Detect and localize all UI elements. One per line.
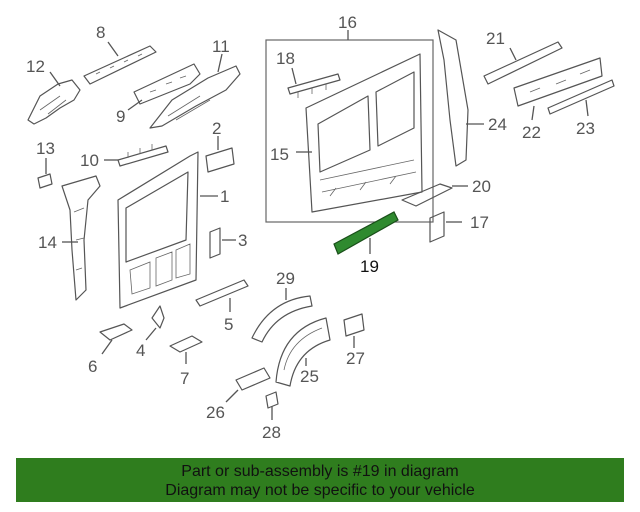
callout-26: 26 [206, 403, 225, 422]
callout-5: 5 [224, 315, 233, 334]
callout-21: 21 [486, 29, 505, 48]
callout-11: 11 [212, 37, 230, 56]
part-2[interactable] [205, 147, 235, 173]
part-22[interactable] [513, 57, 603, 107]
part-24[interactable] [437, 29, 469, 167]
callout-13: 13 [36, 139, 55, 158]
callout-14: 14 [38, 233, 57, 252]
callout-27: 27 [346, 349, 365, 368]
banner-line-2: Diagram may not be specific to your vehi… [165, 482, 475, 499]
part-4[interactable] [151, 305, 165, 329]
part-10[interactable] [117, 144, 169, 167]
part-27[interactable] [343, 313, 365, 337]
part-3[interactable] [209, 227, 221, 259]
part-28[interactable] [265, 391, 279, 409]
callout-18: 18 [276, 49, 295, 68]
part-12[interactable] [27, 79, 81, 125]
callout-2: 2 [212, 119, 221, 138]
part-6[interactable] [99, 323, 133, 341]
part-19[interactable] [333, 211, 399, 255]
callout-15: 15 [270, 145, 289, 164]
part-23[interactable] [547, 79, 615, 115]
callout-23: 23 [576, 119, 595, 138]
callout-6: 6 [88, 357, 97, 376]
part-17[interactable] [429, 211, 445, 243]
callout-1: 1 [220, 187, 229, 206]
callout-28: 28 [262, 423, 281, 442]
callout-9: 9 [116, 107, 125, 126]
banner-line-1: Part or sub-assembly is #19 in diagram [181, 463, 459, 480]
assembly-box-16 [265, 39, 434, 223]
callout-24: 24 [488, 115, 507, 134]
callout-10: 10 [80, 151, 99, 170]
info-banner: Part or sub-assembly is #19 in diagram D… [16, 458, 624, 502]
part-7[interactable] [169, 335, 203, 353]
parts-diagram: 12 8 9 11 10 13 14 1 [26, 13, 615, 442]
callout-3: 3 [238, 231, 247, 250]
callout-20: 20 [472, 177, 491, 196]
part-9[interactable] [133, 63, 201, 105]
part-29[interactable] [251, 295, 313, 343]
callout-17: 17 [470, 213, 489, 232]
part-14[interactable] [61, 175, 101, 301]
part-25[interactable] [275, 317, 331, 387]
callout-8: 8 [96, 23, 105, 42]
part-26[interactable] [235, 367, 271, 391]
callout-22: 22 [522, 123, 541, 142]
callout-7: 7 [180, 369, 189, 388]
part-18[interactable] [287, 73, 341, 98]
callout-4: 4 [136, 341, 145, 360]
callout-12: 12 [26, 57, 45, 76]
part-1[interactable] [117, 151, 199, 309]
callout-16: 16 [338, 13, 357, 32]
callout-29: 29 [276, 269, 295, 288]
part-8[interactable] [83, 45, 157, 85]
part-13[interactable] [37, 173, 53, 189]
part-20[interactable] [401, 183, 453, 207]
part-5[interactable] [195, 279, 249, 307]
callout-19: 19 [360, 257, 379, 276]
part-11[interactable] [149, 65, 241, 129]
callout-25: 25 [300, 367, 319, 386]
part-21[interactable] [483, 41, 563, 85]
